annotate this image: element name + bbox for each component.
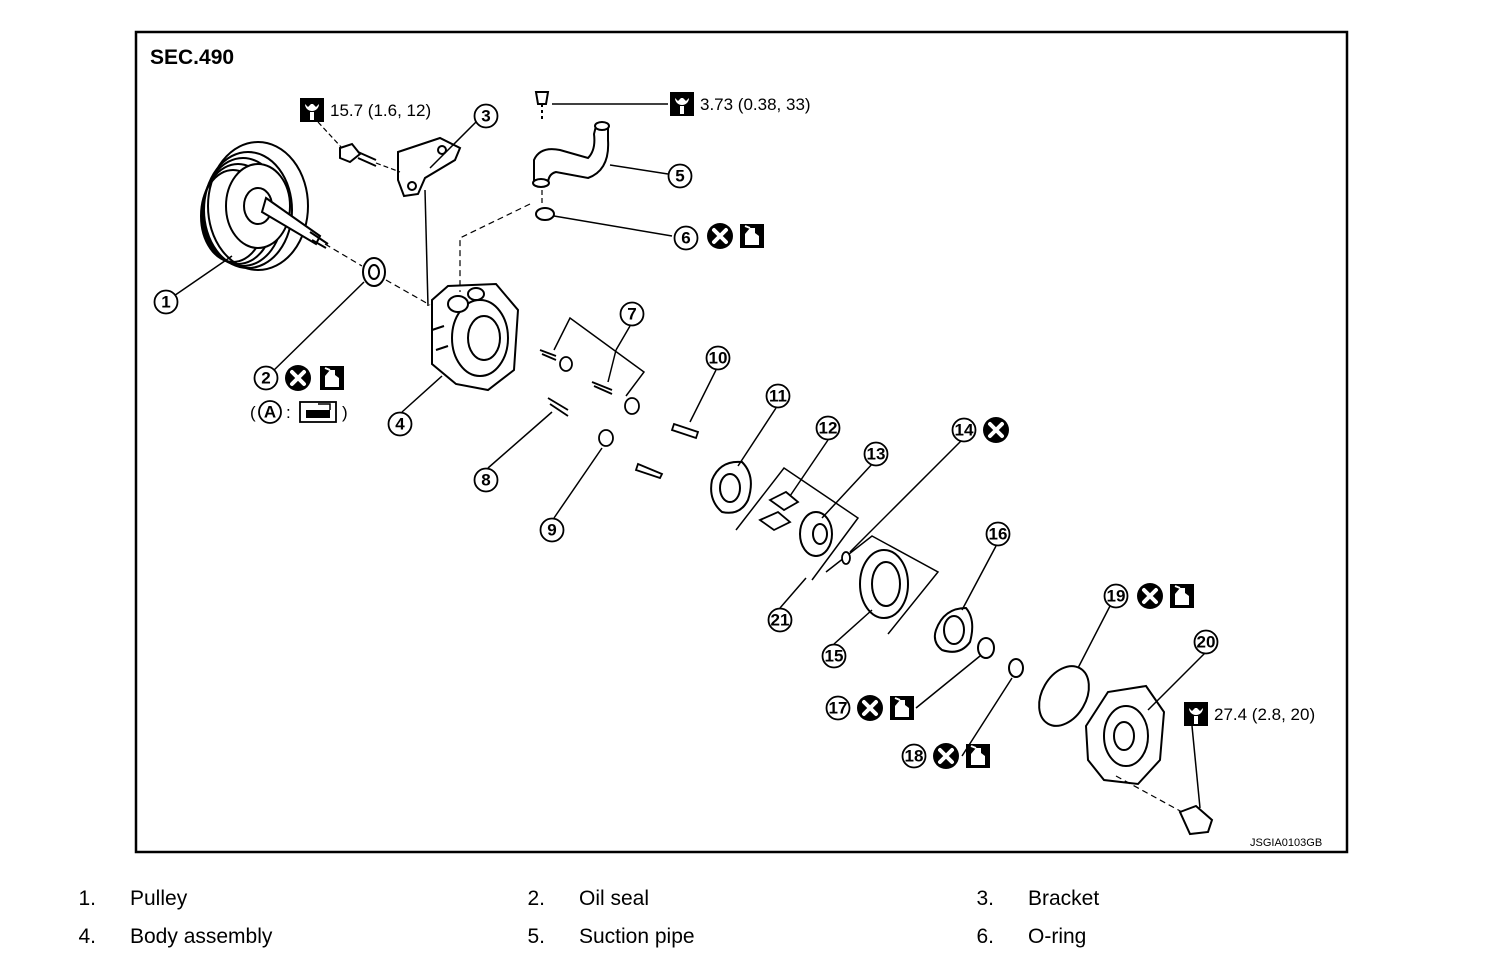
seal-18-part (1008, 658, 1024, 678)
note-separator: : (286, 403, 291, 422)
legend-num: 2. (527, 887, 545, 910)
callout-3: 3 (481, 107, 490, 126)
callout-2: 2 (261, 369, 270, 388)
note-letter-circle (258, 400, 282, 424)
bracket-part (339, 136, 462, 198)
legend-text: Body assembly (130, 925, 273, 948)
do-not-reuse-icon (855, 693, 885, 723)
section-label: SEC.490 (150, 46, 234, 69)
legend-num: 5. (527, 925, 545, 948)
callouts: 1 2 3 4 5 6 7 8 9 10 11 12 13 14 15 16 1… (153, 103, 1219, 769)
suction-pipe-part (532, 91, 610, 188)
rotor-part (799, 511, 833, 557)
callout-16: 16 (989, 525, 1008, 544)
legend-num: 3. (976, 887, 994, 910)
note-open-paren: ( (250, 403, 256, 422)
oil-seal-part (362, 257, 386, 287)
callout-20: 20 (1197, 633, 1216, 652)
vanes-part (758, 490, 800, 532)
cartridge-bracket-line (735, 466, 860, 581)
callout-12: 12 (819, 419, 838, 438)
sealant-icon (299, 401, 337, 423)
callout-6: 6 (681, 229, 690, 248)
diagram-frame (134, 30, 1349, 854)
legend-text: O-ring (1028, 925, 1087, 948)
legend-num: 4. (78, 925, 96, 948)
callout-7: 7 (627, 305, 636, 324)
rear-housing-part (1084, 684, 1214, 836)
snap-ring-part (841, 551, 851, 565)
legend-text: Bracket (1028, 887, 1100, 910)
callout-8: 8 (481, 471, 490, 490)
callout-14: 14 (955, 421, 974, 440)
do-not-reuse-icon (981, 415, 1011, 445)
callout-19: 19 (1107, 587, 1126, 606)
exploded-diagram: SEC.490 JSGIA0103GB (134, 30, 1349, 854)
note-letter: A (264, 403, 276, 422)
do-not-reuse-icon (1135, 581, 1165, 611)
o-ring-part (535, 207, 555, 221)
legend-text: Suction pipe (579, 925, 695, 948)
torque-value-1: 15.7 (1.6, 12) (330, 101, 431, 120)
seal-17-part (977, 637, 995, 659)
callout-9: 9 (547, 521, 556, 540)
callout-10: 10 (709, 349, 728, 368)
legend-num: 1. (78, 887, 96, 910)
do-not-reuse-icon (705, 221, 735, 251)
torque-value-3: 27.4 (2.8, 20) (1214, 705, 1315, 724)
apply-fluid-icon (739, 223, 765, 249)
apply-fluid-icon (889, 695, 915, 721)
apply-fluid-icon (965, 743, 991, 769)
legend-text: Pulley (130, 887, 188, 910)
callout-13: 13 (867, 445, 886, 464)
apply-fluid-icon (319, 365, 345, 391)
do-not-reuse-icon (931, 741, 961, 771)
torque-wrench-icon (1184, 702, 1208, 726)
callout-5: 5 (675, 167, 684, 186)
pressure-plate-part (933, 606, 974, 653)
note-close-paren: ) (342, 403, 348, 422)
torque-value-2: 3.73 (0.38, 33) (700, 95, 811, 114)
callout-11: 11 (769, 387, 787, 406)
callout-21: 21 (771, 611, 790, 630)
do-not-reuse-icon (283, 363, 313, 393)
callout-17: 17 (829, 699, 848, 718)
body-assembly-part (431, 282, 520, 392)
large-o-ring-part (1038, 665, 1090, 727)
legend-num: 6. (976, 925, 994, 948)
callout-4: 4 (395, 415, 405, 434)
side-plate-part (710, 460, 752, 514)
callout-18: 18 (905, 747, 924, 766)
torque-wrench-icon (300, 98, 324, 122)
callout-15: 15 (825, 647, 844, 666)
legend-text: Oil seal (579, 887, 650, 910)
callout-1: 1 (161, 293, 170, 312)
torque-wrench-icon (670, 92, 694, 116)
image-code: JSGIA0103GB (1250, 837, 1322, 849)
pulley-part (200, 141, 329, 271)
cam-ring-part (859, 549, 909, 619)
apply-fluid-icon (1169, 583, 1195, 609)
flow-control-parts (539, 349, 700, 480)
